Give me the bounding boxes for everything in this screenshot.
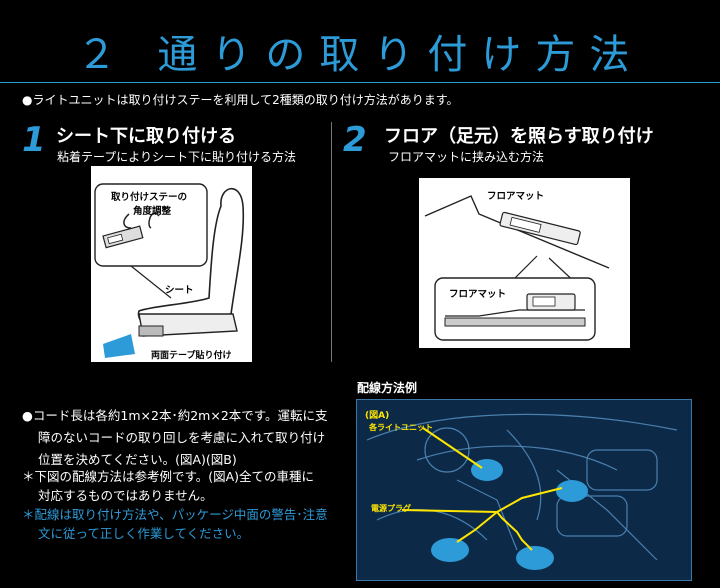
stay-label: 取り付けステーの [111,192,188,203]
angle-label: 角度調整 [133,206,172,217]
section1-title: シート下に取り付ける [56,126,236,147]
section2-subtitle: フロアマットに挟み込む方法 [388,150,545,164]
section2-title: フロア（足元）を照らす取り付け [384,126,654,147]
note-line-2: 障のないコードの取り回しを考慮に入れて取り付け [38,430,326,445]
light-unit-label: 各ライトユニット [369,423,433,432]
floor-mat-illustration: フロアマット フロアマット [419,178,630,348]
seat-label: シート [165,285,194,296]
section1-subtitle: 粘着テープによりシート下に貼り付ける方法 [57,150,297,164]
section1-number: 1 [22,120,46,160]
tape-label: 両面テープ貼り付け [151,351,232,361]
note-line-7: 文に従って正しく作業してください。 [38,526,250,541]
mat-detail-label: フロアマット [449,289,507,300]
figure-label: (図A) [365,411,390,421]
title-rule [0,82,720,83]
note-line-1: ●コード長は各約1m×2本･約2m×2本です。運転に支 [22,408,328,423]
note-line-4: ＊下図の配線方法は参考例です。(図A)全ての車種に [22,469,315,484]
seat-illustration: 取り付けステーの 角度調整 シート 両面テープ貼り付け [91,166,252,362]
wiring-diagram: (図A) 各ライトユニット 電源プラグ [356,399,692,581]
wiring-heading: 配線方法例 [357,381,418,395]
power-plug-label: 電源プラグ [371,504,411,513]
car-interior-drawing [366,413,678,570]
note-line-3: 位置を決めてください。(図A)(図B) [38,452,237,467]
seat-drawing [94,183,245,358]
mat-top-label: フロアマット [487,191,545,202]
note-line-5: 対応するものではありません。 [38,488,213,503]
intro-text: ●ライトユニットは取り付けステーを利用して2種類の取り付け方法があります。 [22,93,459,107]
floor-mat-drawing [424,195,610,341]
section-divider [331,122,332,362]
page-title: ２ 通りの取り付け方法 [76,32,644,78]
note-line-6: ＊配線は取り付け方法や、パッケージ中面の警告･注意 [22,507,328,522]
section2-number: 2 [343,120,367,160]
